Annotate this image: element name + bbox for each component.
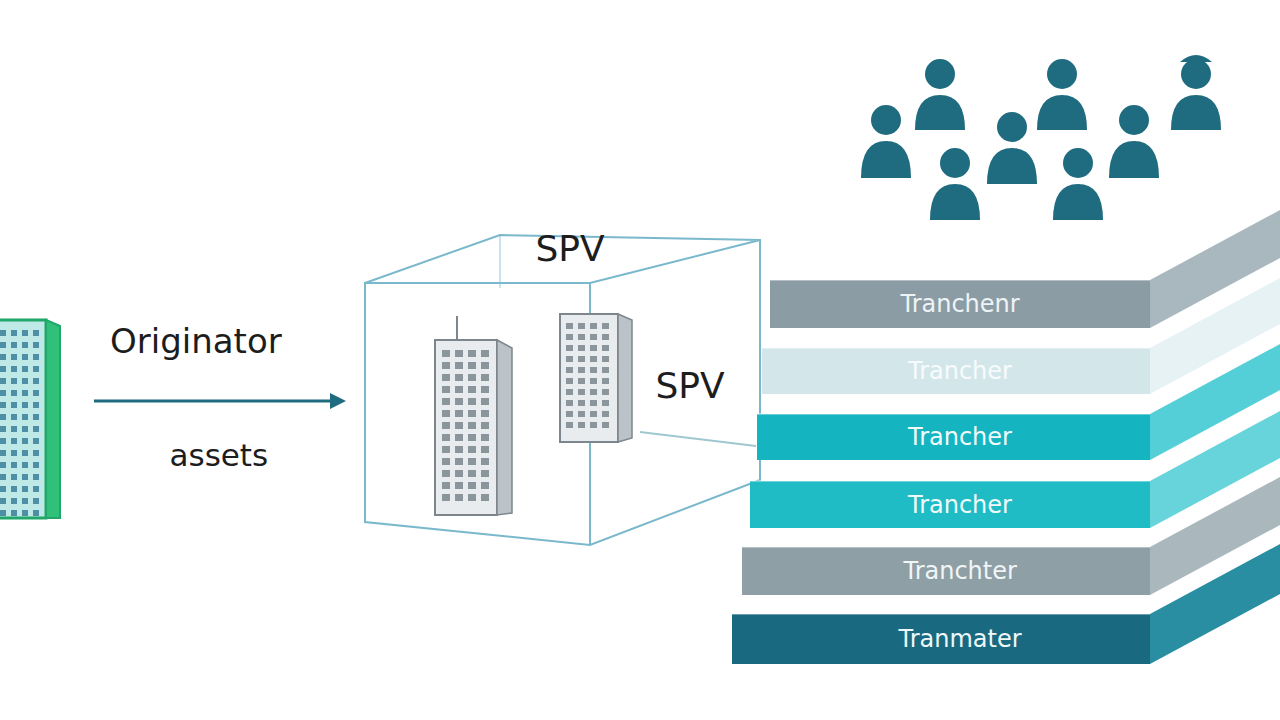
person-icon: [1109, 105, 1159, 178]
tranche-label: Tranmater: [899, 624, 1022, 654]
arrow-line: [94, 400, 332, 403]
person-icon: [915, 59, 965, 130]
tranche-band: Tranchenr: [770, 210, 1280, 328]
tranche-band: Trancher: [757, 344, 1280, 460]
tranche-label: Trancher: [908, 422, 1012, 452]
tranche-band: Tranchter: [742, 477, 1280, 595]
edge-label: assets: [170, 437, 269, 473]
tranche-band: Tranmater: [732, 544, 1280, 664]
person-icon: [1053, 148, 1103, 220]
tranche-band: [762, 278, 1280, 394]
building-icon: [0, 318, 62, 520]
person-icon: [930, 148, 980, 220]
tranche-band: [750, 411, 1280, 528]
node-title: Originator: [110, 320, 282, 363]
tranche-label: Tranchter: [904, 556, 1017, 586]
person-icon: [987, 112, 1037, 184]
tranche-band: Trancher: [750, 411, 1280, 528]
tranche-label: Tranchenr: [901, 289, 1020, 319]
tranche-band: [770, 210, 1280, 328]
arrow-head: [330, 393, 346, 409]
spv-box: SPV SPV: [362, 228, 764, 548]
flow-arrow: [94, 393, 346, 409]
node-title: SPV: [656, 363, 725, 408]
tranche-label: Trancher: [908, 356, 1012, 386]
tranche-band: [757, 344, 1280, 460]
node-title: SPV: [536, 226, 605, 271]
person-icon: [1037, 59, 1087, 130]
person-icon: [1171, 55, 1221, 130]
tranche-band: Trancher: [762, 278, 1280, 394]
leader-line: [640, 432, 756, 446]
originator-building: Originator: [0, 318, 62, 520]
building-illustration: [435, 314, 632, 515]
person-icon: [861, 105, 911, 178]
tranche-label: Trancher: [908, 490, 1012, 520]
